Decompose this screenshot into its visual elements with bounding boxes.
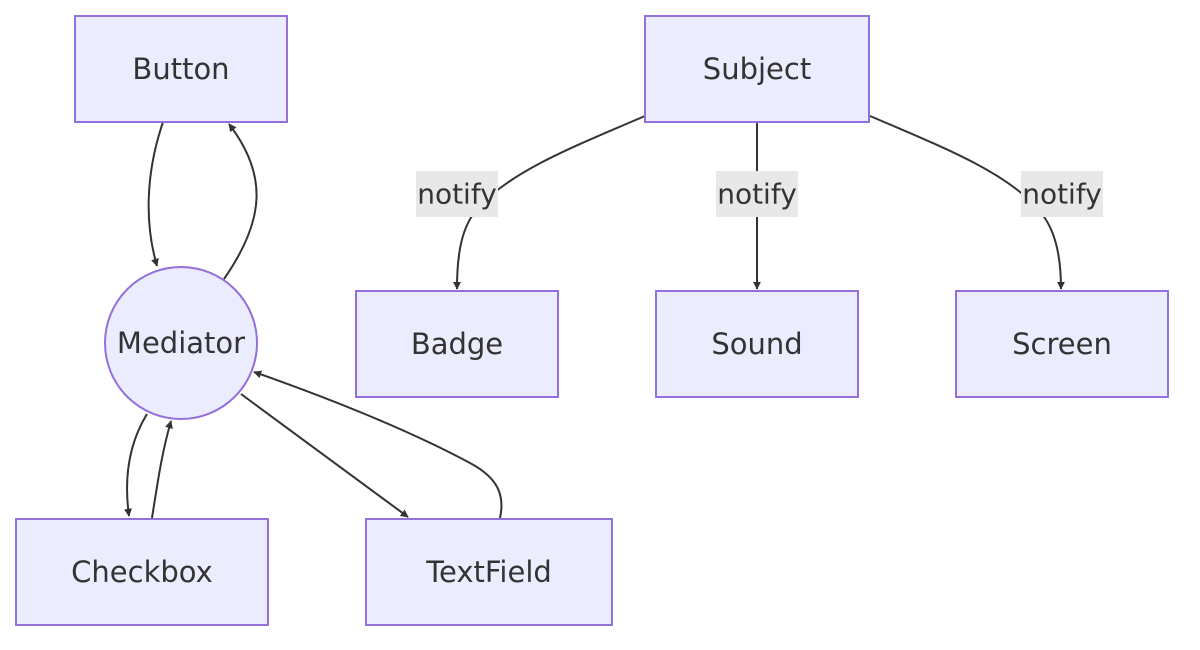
node-badge[interactable]: Badge [355, 290, 559, 398]
node-label: Sound [711, 327, 802, 361]
edge-mediator-to-button [223, 123, 258, 280]
edge-button-to-mediator [147, 121, 164, 267]
edge-label-subject-sound: notify [716, 171, 798, 217]
node-sound[interactable]: Sound [655, 290, 859, 398]
node-checkbox[interactable]: Checkbox [15, 518, 269, 626]
node-label: Mediator [117, 326, 245, 360]
edge-textfield-to-mediator [253, 370, 503, 519]
node-button[interactable]: Button [74, 15, 288, 123]
node-label: Subject [703, 52, 811, 86]
node-mediator[interactable]: Mediator [104, 266, 258, 420]
edge-label-text: notify [1022, 178, 1102, 211]
edge-checkbox-to-mediator [151, 420, 173, 519]
node-label: TextField [425, 555, 552, 589]
edge-label-text: notify [717, 178, 797, 211]
node-label: Checkbox [71, 555, 213, 589]
node-screen[interactable]: Screen [955, 290, 1169, 398]
edge-label-text: notify [417, 178, 497, 211]
edge-mediator-to-checkbox [124, 413, 148, 517]
node-label: Badge [411, 327, 503, 361]
node-label: Button [132, 52, 229, 86]
edge-mediator-to-textfield [240, 393, 409, 518]
node-label: Screen [1012, 327, 1112, 361]
edge-label-subject-screen: notify [1021, 171, 1103, 217]
edge-label-subject-badge: notify [416, 171, 498, 217]
node-textfield[interactable]: TextField [365, 518, 613, 626]
node-subject[interactable]: Subject [644, 15, 870, 123]
